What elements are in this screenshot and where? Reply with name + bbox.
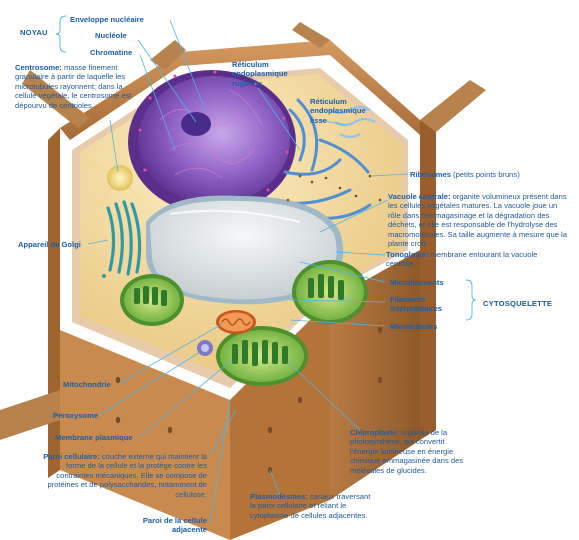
golgi-apparatus: [102, 200, 145, 284]
label-chloroplaste-term: Chloroplaste:: [350, 428, 399, 437]
label-plasmodesmes-desc: canaux traversant la paroi cellulaire et…: [250, 492, 371, 520]
label-plasmodesmes-term: Plasmodesmes:: [250, 492, 308, 501]
label-ribosomes-desc: (petits points bruns): [450, 170, 520, 179]
label-vacuole-desc: organite volumineux présent dans les cel…: [388, 192, 567, 249]
label-microtubules: Microtubules: [390, 322, 438, 331]
label-chromatine: Chromatine: [90, 48, 133, 57]
label-centrosome-term: Centrosome:: [15, 63, 62, 72]
label-golgi: Appareil de Golgi: [18, 240, 81, 249]
label-paroi-desc: couche externe qui maintient la forme de…: [47, 452, 207, 499]
label-paroi-cellulaire: Paroi cellulaire: couche externe qui mai…: [27, 452, 207, 499]
label-chloroplaste-desc: organite de la photosynthèse, qui conver…: [350, 428, 464, 475]
label-tonoplaste: Tonoplaste: membrane entourant la vacuol…: [386, 250, 564, 269]
label-tonoplaste-desc: membrane entourant la vacuole centrale.: [386, 250, 538, 269]
label-enveloppe-nucleaire: Enveloppe nucléaire: [70, 15, 144, 24]
nucleus: [128, 70, 296, 214]
chloroplast-bottom: [216, 326, 308, 386]
label-mitochondrie: Mitochondrie: [63, 380, 111, 389]
label-ribosomes: Ribosomes (petits points bruns): [410, 170, 575, 179]
cytosquelette-bracket: [465, 279, 477, 321]
peroxisome: [197, 340, 213, 356]
label-nucleole: Nucléole: [95, 31, 127, 40]
central-vacuole: [146, 195, 344, 305]
noyau-bracket: [55, 15, 67, 53]
label-peroxysome: Peroxysome: [53, 411, 99, 420]
group-noyau: NOYAU: [20, 28, 48, 37]
ribosomes: [286, 174, 382, 202]
label-filaments-intermediaires: Filaments intermédiaires: [390, 295, 442, 314]
label-paroi-term: Paroi cellulaire:: [43, 452, 100, 461]
mitochondrion: [216, 310, 256, 334]
label-vacuole-term: Vacuole centrale:: [388, 192, 451, 201]
label-tonoplaste-term: Tonoplaste:: [386, 250, 429, 259]
label-chloroplaste: Chloroplaste: organite de la photosynthè…: [350, 428, 475, 475]
leader-lines: [87, 19, 409, 524]
chloroplast-left: [120, 274, 184, 326]
nucleolus: [181, 112, 211, 136]
chloroplasts: [120, 260, 368, 386]
label-plasmodesmes: Plasmodesmes: canaux traversant la paroi…: [250, 492, 372, 520]
label-membrane-plasmique: Membrane plasmique: [55, 433, 133, 442]
label-microfilaments: Microfilaments: [390, 278, 444, 287]
label-centrosome-desc: masse finement granulaire à partir de la…: [15, 63, 132, 110]
label-reticulum-lisse: Réticulum endoplasmique lisse: [310, 97, 366, 125]
label-paroi-adjacente: Paroi de la cellule adjacente: [142, 516, 207, 535]
group-cytosquelette: CYTOSQUELETTE: [483, 299, 553, 308]
label-ribosomes-term: Ribosomes: [410, 170, 451, 179]
label-reticulum-rugueux: Réticulum endoplasmique rugueux: [232, 60, 288, 88]
label-vacuole-centrale: Vacuole centrale: organite volumineux pr…: [388, 192, 568, 248]
label-centrosome: Centrosome: masse finement granulaire à …: [15, 63, 137, 110]
chloroplast-right: [292, 260, 368, 324]
endoplasmic-reticulum: [268, 98, 376, 220]
